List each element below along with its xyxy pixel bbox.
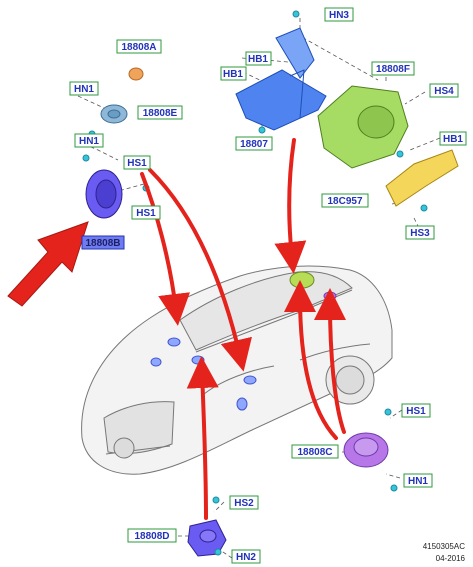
speaker-18808b <box>85 169 123 219</box>
label-hs2: HS2 <box>234 498 254 509</box>
red-arrows <box>140 138 347 520</box>
label-hn1-b: HN1 <box>79 136 99 147</box>
bracket-18c957 <box>385 149 459 207</box>
subwoofer-housing-18808f <box>317 85 409 169</box>
label-hs4: HS4 <box>434 86 454 97</box>
label-18c957: 18C957 <box>327 196 362 207</box>
speaker-18808a <box>128 67 144 81</box>
big-red-arrow <box>7 221 89 307</box>
drawing-code: 4150305AC <box>422 542 465 551</box>
part-labels: HN3 18808A HB1 18808F HB1 HN1 18808E HS4… <box>69 7 467 564</box>
label-hb1-top: HB1 <box>248 54 268 65</box>
label-hs3: HS3 <box>410 228 430 239</box>
label-hb1-left: HB1 <box>223 69 243 80</box>
label-hs1-b: HS1 <box>136 208 156 219</box>
bracket-18807 <box>235 27 327 131</box>
label-hn1-a: HN1 <box>74 84 94 95</box>
label-18807: 18807 <box>240 139 268 150</box>
label-hn3: HN3 <box>329 10 349 21</box>
label-18808c: 18808C <box>297 447 332 458</box>
speaker-18808e <box>100 104 128 124</box>
drawing-date: 04-2016 <box>435 554 465 563</box>
label-18808a: 18808A <box>121 42 156 53</box>
speaker-18808c <box>343 432 389 468</box>
label-18808e: 18808E <box>143 108 178 119</box>
label-hs1-a: HS1 <box>127 158 147 169</box>
label-hs1-c: HS1 <box>406 406 426 417</box>
label-18808f: 18808F <box>376 64 410 75</box>
label-hb1-right: HB1 <box>443 134 463 145</box>
label-18808b: 18808B <box>85 238 120 249</box>
label-hn1-c: HN1 <box>408 476 428 487</box>
speaker-18808d <box>187 519 227 557</box>
label-18808d: 18808D <box>134 531 169 542</box>
label-hn2: HN2 <box>236 552 256 563</box>
